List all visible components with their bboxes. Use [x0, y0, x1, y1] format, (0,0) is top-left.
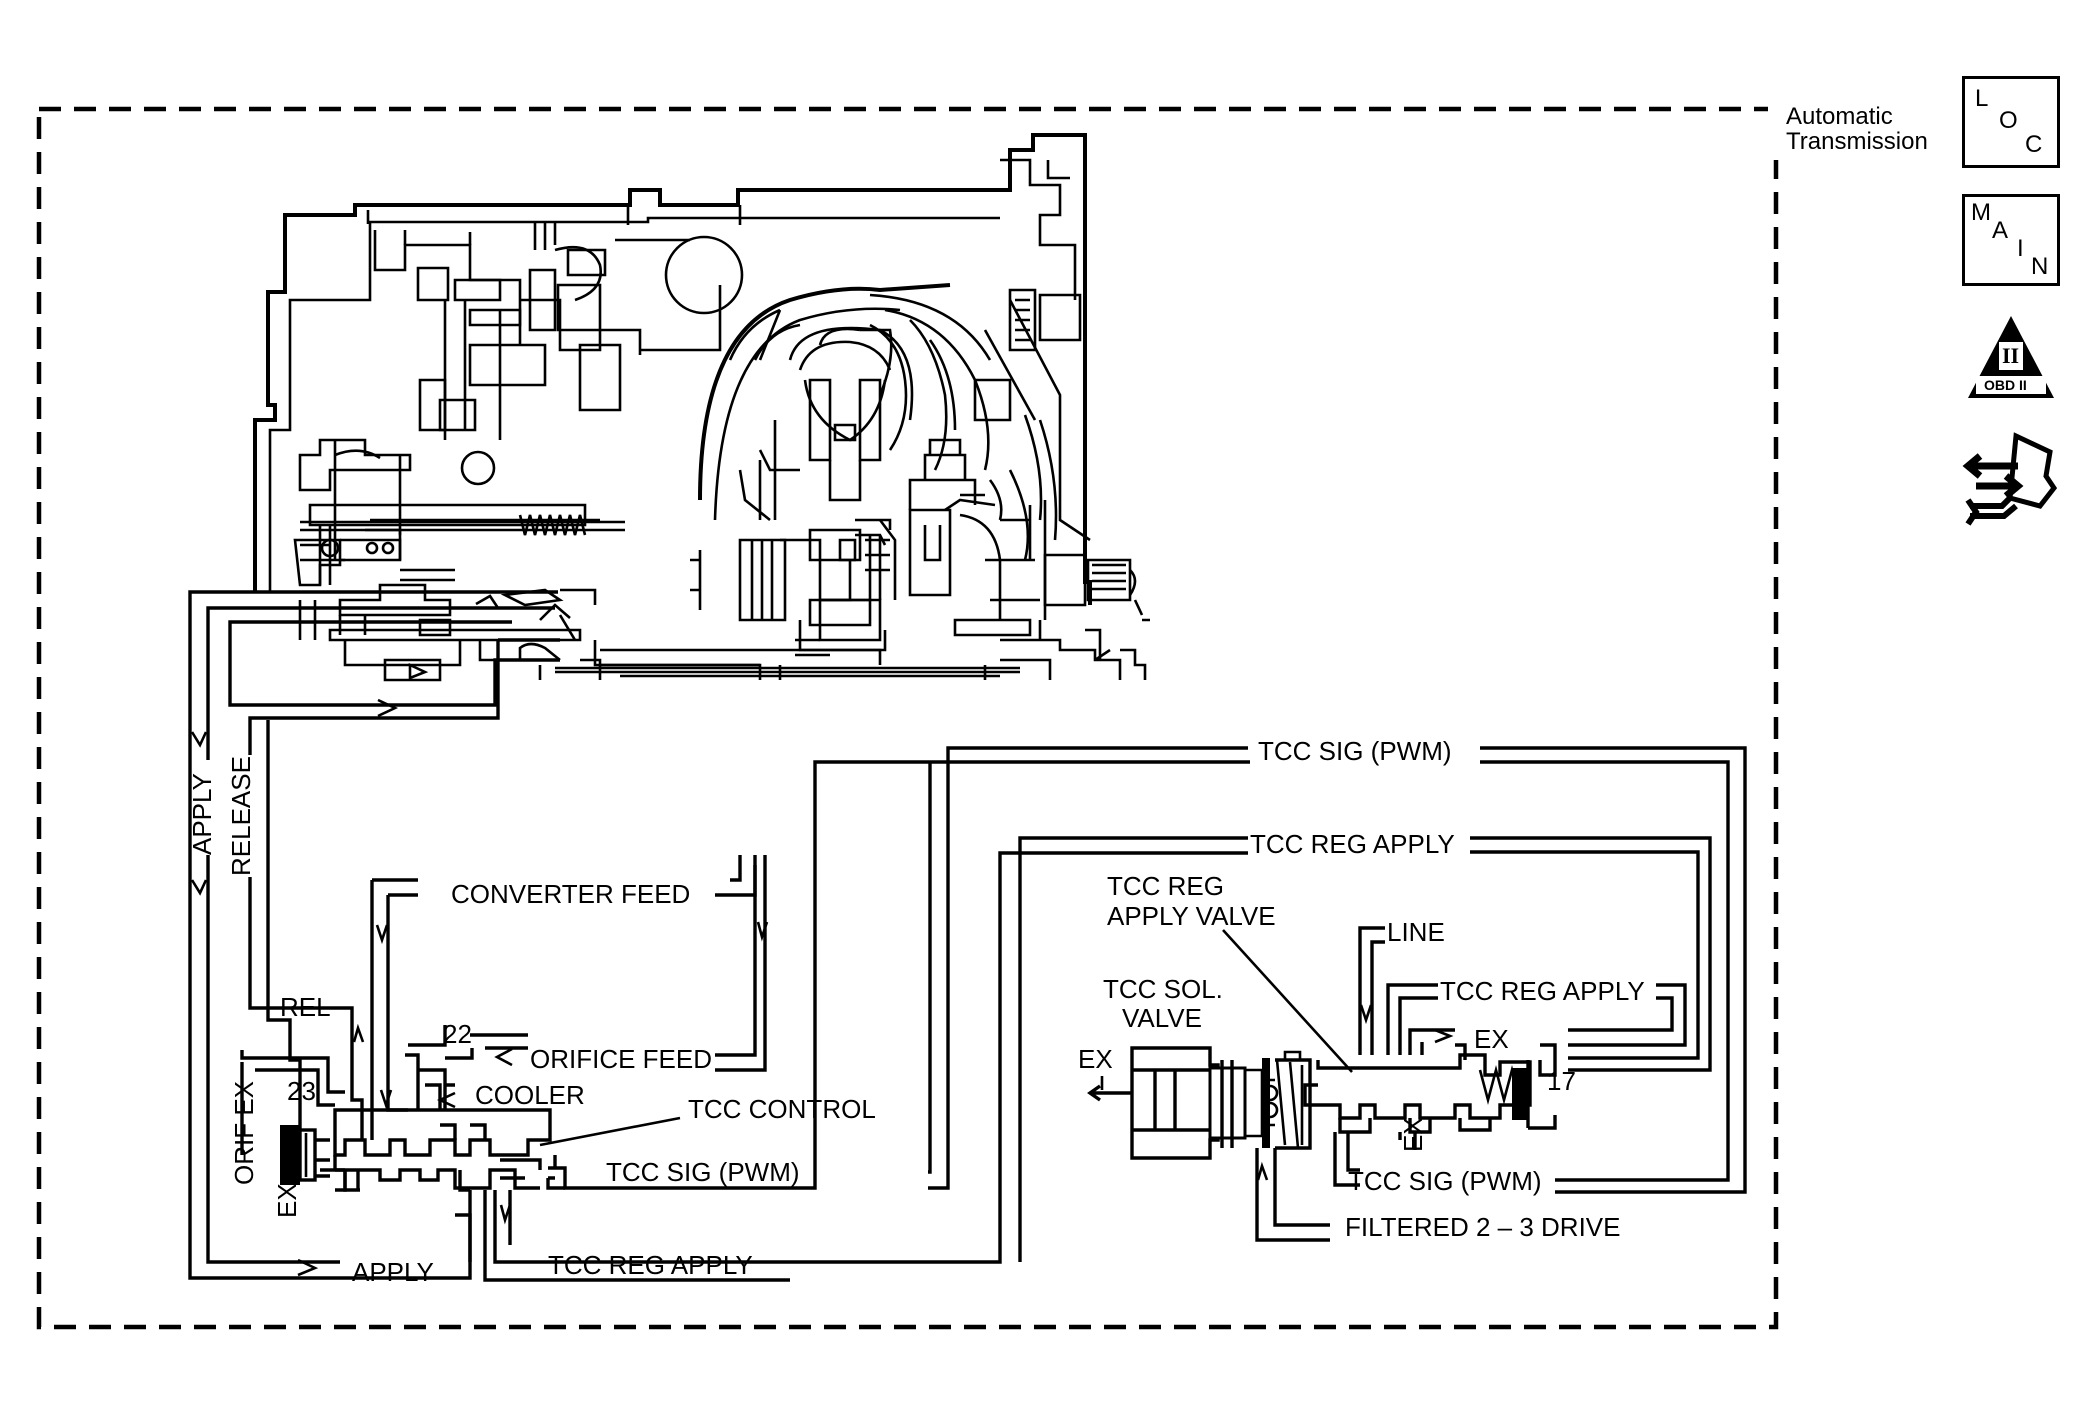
label-filtered-2-3-drive: FILTERED 2 – 3 DRIVE — [1345, 1212, 1621, 1242]
label-ex-right-bottom: EX — [1398, 1117, 1428, 1152]
label-17: 17 — [1547, 1066, 1576, 1096]
label-tcc-sol-valve-1: TCC SOL. — [1103, 974, 1223, 1004]
loc-letter-l: L — [1975, 85, 1989, 112]
left-hydraulic-circuit — [188, 590, 1250, 1282]
label-orif-ex: ORIF EX — [229, 1081, 259, 1185]
label-ex-right-top: EX — [1474, 1024, 1509, 1054]
loc-icon[interactable]: L O C — [1962, 76, 2060, 168]
label-tcc-sig-pwm-right: TCC SIG (PWM) — [1348, 1166, 1542, 1196]
automatic-transmission-boundary — [36, 106, 1779, 1330]
main-letter-i: I — [2017, 235, 2024, 262]
main-letter-a: A — [1992, 217, 2009, 244]
label-tcc-reg-apply-valve-1: TCC REG — [1107, 871, 1224, 901]
label-apply-vertical: APPLY — [187, 773, 217, 855]
label-apply-bottom: APPLY — [352, 1257, 434, 1287]
label-converter-feed: CONVERTER FEED — [451, 879, 690, 909]
labels: APPLY RELEASE CONVERTER FEED REL 22 ORIF… — [187, 733, 1656, 1287]
main-icon[interactable]: M A I N — [1962, 194, 2060, 286]
label-ex-left: EX — [272, 1183, 302, 1218]
label-tcc-reg-apply-top: TCC REG APPLY — [1250, 829, 1455, 859]
label-tcc-reg-apply-bottom: TCC REG APPLY — [548, 1250, 753, 1280]
label-tcc-sig-pwm-left: TCC SIG (PWM) — [606, 1157, 800, 1187]
label-22: 22 — [443, 1019, 472, 1049]
label-tcc-sig-pwm-top: TCC SIG (PWM) — [1258, 736, 1452, 766]
loc-letter-o: O — [1999, 107, 2018, 134]
obd-ii-icon[interactable]: II OBD II — [1962, 312, 2060, 404]
label-tcc-reg-apply-valve-2: APPLY VALVE — [1107, 901, 1276, 931]
main-letter-m: M — [1971, 199, 1991, 226]
label-release-vertical: RELEASE — [226, 756, 256, 876]
label-cooler: COOLER — [475, 1080, 585, 1110]
label-tcc-reg-apply-right: TCC REG APPLY — [1440, 976, 1645, 1006]
obd-ii-triangle — [1968, 316, 2054, 398]
label-23: 23 — [287, 1076, 316, 1106]
transmission-cross-section — [253, 133, 1150, 682]
boundary-label-line1: Automatic — [1786, 103, 1893, 130]
boundary-label-line2: Transmission — [1786, 128, 1928, 155]
label-rel: REL — [280, 992, 331, 1022]
label-ex-solenoid: EX — [1078, 1044, 1113, 1074]
loc-letter-c: C — [2025, 131, 2043, 158]
right-hydraulic-circuit — [928, 746, 1747, 1262]
connector-wrench-icon — [1962, 432, 2058, 526]
label-tcc-sol-valve-2: VALVE — [1122, 1003, 1202, 1033]
diagnostic-connector-icon[interactable] — [1962, 428, 2060, 538]
obd-caption: OBD II — [1984, 377, 2027, 393]
obd-roman: II — [2002, 343, 2020, 368]
label-orifice-feed: ORIFICE FEED — [530, 1044, 712, 1074]
main-letter-n: N — [2031, 253, 2049, 280]
label-tcc-control: TCC CONTROL — [688, 1094, 876, 1124]
label-line: LINE — [1387, 917, 1445, 947]
